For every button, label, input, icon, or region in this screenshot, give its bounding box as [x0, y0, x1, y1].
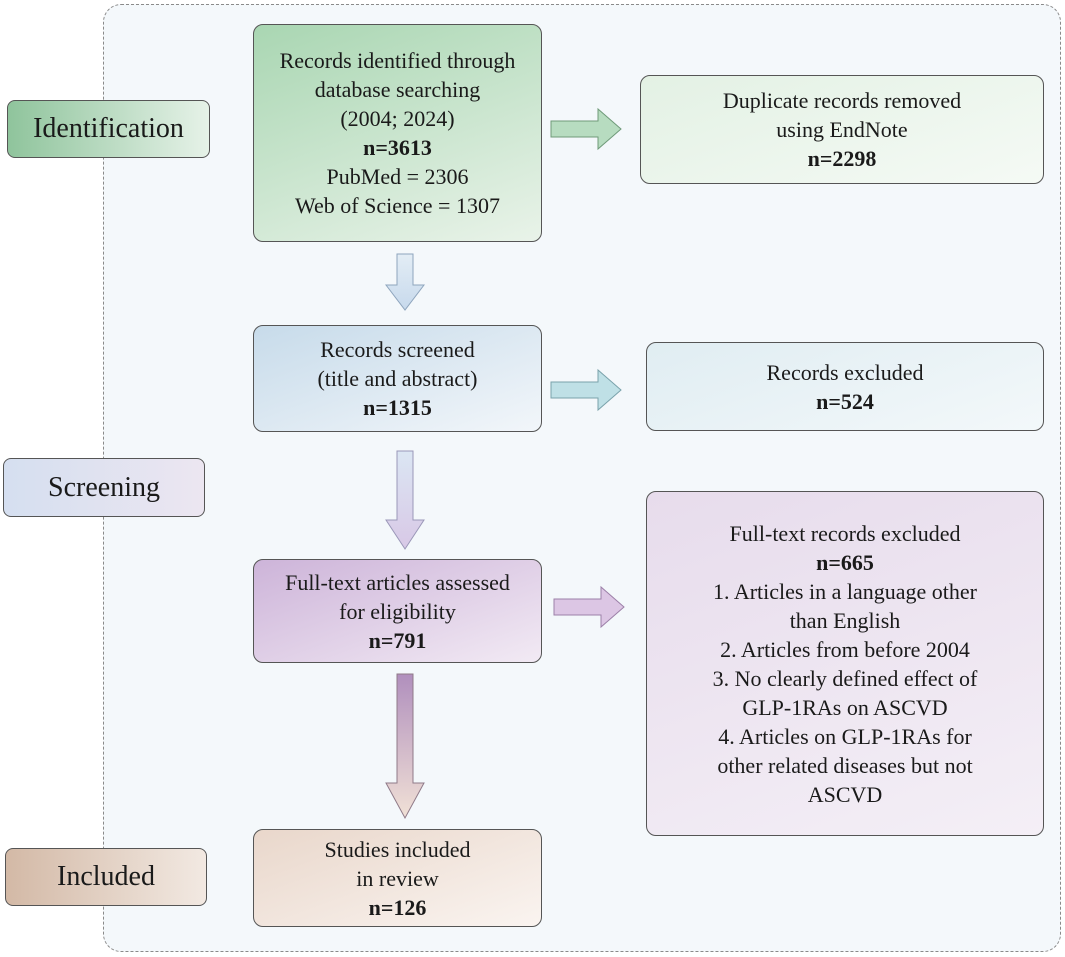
identified-line-3: (2004; 2024) — [340, 106, 455, 131]
identified-line-1: Records identified through — [279, 48, 516, 73]
arrow-identified-to-screened — [384, 253, 426, 311]
arrow-screened-to-excluded — [550, 368, 622, 412]
stage-identification-label: Identification — [33, 113, 184, 144]
fulltext-line-1: Full-text articles assessed — [285, 569, 510, 595]
arrow-identified-to-duplicates — [550, 107, 622, 151]
records-excluded-box: Records excluded n=524 — [646, 342, 1044, 431]
fulltext-excluded-title: Full-text records excluded — [729, 520, 961, 546]
identified-source-wos: Web of Science = 1307 — [295, 193, 500, 218]
records-identified-box: Records identified through database sear… — [253, 24, 542, 242]
arrow-fulltext-to-excluded — [553, 585, 625, 629]
identified-source-pubmed: PubMed = 2306 — [326, 164, 469, 189]
duplicates-line-2: using EndNote — [776, 117, 908, 142]
reason-line-2: than English — [789, 607, 901, 633]
stage-screening-label: Screening — [48, 471, 160, 503]
arrow-fulltext-to-included — [385, 673, 425, 820]
excluded-line-1: Records excluded — [766, 359, 924, 385]
reason-line-5: GLP-1RAs on ASCVD — [742, 694, 948, 720]
records-screened-box: Records screened (title and abstract) n=… — [253, 325, 542, 432]
studies-included-box: Studies included in review n=126 — [253, 829, 542, 927]
stage-identification: Identification — [7, 100, 210, 158]
screened-line-2: (title and abstract) — [317, 366, 478, 391]
stage-screening: Screening — [3, 458, 205, 517]
included-count: n=126 — [368, 894, 427, 920]
included-line-2: in review — [356, 865, 439, 891]
duplicates-removed-box: Duplicate records removed using EndNote … — [640, 75, 1044, 184]
duplicates-count: n=2298 — [807, 146, 877, 171]
reason-line-3: 2. Articles from before 2004 — [720, 636, 970, 662]
fulltext-count: n=791 — [368, 627, 427, 653]
reason-line-8: ASCVD — [807, 781, 883, 807]
fulltext-excluded-count: n=665 — [816, 549, 874, 575]
arrow-screened-to-fulltext — [385, 450, 425, 550]
fulltext-assessed-box: Full-text articles assessed for eligibil… — [253, 559, 542, 663]
identified-line-2: database searching — [314, 77, 481, 102]
stage-included: Included — [5, 848, 207, 906]
reason-line-1: 1. Articles in a language other — [713, 578, 977, 604]
excluded-count: n=524 — [816, 388, 874, 414]
included-line-1: Studies included — [324, 836, 471, 862]
fulltext-line-2: for eligibility — [339, 598, 456, 624]
stage-included-label: Included — [57, 861, 155, 892]
identified-count: n=3613 — [363, 135, 432, 160]
screened-count: n=1315 — [363, 395, 432, 420]
fulltext-excluded-box: Full-text records excluded n=665 1. Arti… — [646, 491, 1044, 836]
duplicates-line-1: Duplicate records removed — [722, 88, 962, 113]
screened-line-1: Records screened — [320, 337, 475, 362]
reason-line-6: 4. Articles on GLP-1RAs for — [718, 723, 972, 749]
reason-line-7: other related diseases but not — [717, 752, 973, 778]
reason-line-4: 3. No clearly defined effect of — [712, 665, 978, 691]
